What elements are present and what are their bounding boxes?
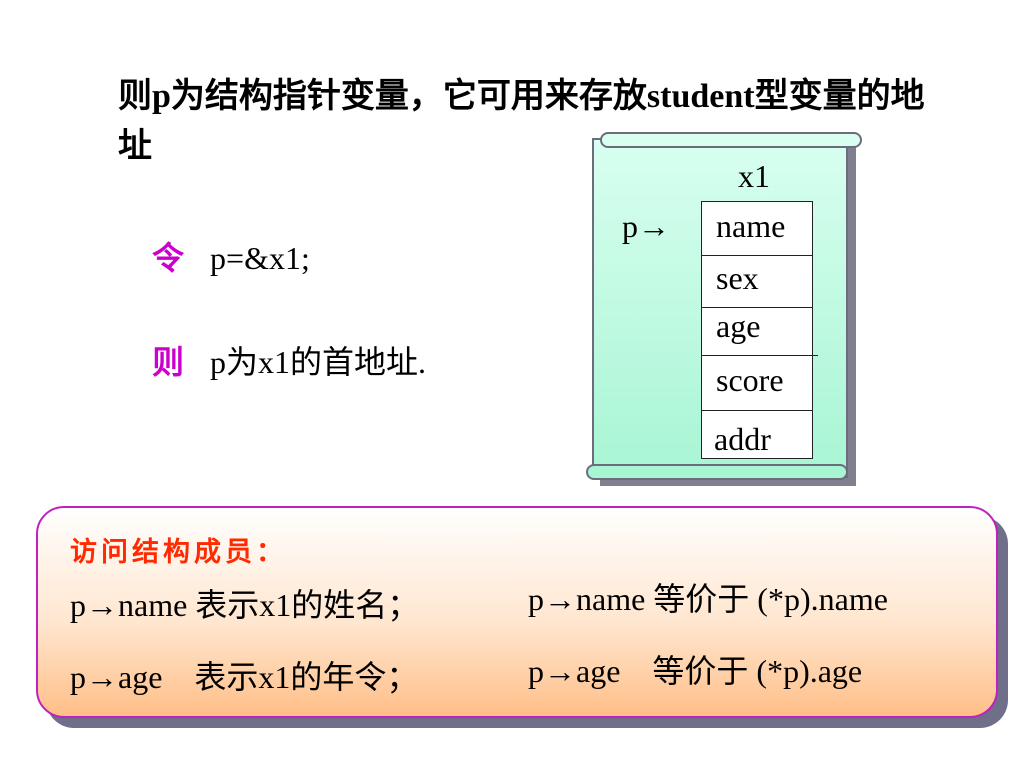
field-score: score bbox=[716, 362, 784, 398]
field-name: name bbox=[716, 208, 786, 244]
field-divider bbox=[702, 355, 818, 356]
variable-label: x1 bbox=[738, 158, 770, 194]
access-row-left: p→name 表示x1的姓名； bbox=[70, 587, 420, 623]
field-sex: sex bbox=[716, 260, 759, 296]
field-divider bbox=[702, 410, 812, 411]
statement-keyword: 令 bbox=[152, 240, 185, 276]
pointer-label: p→ bbox=[622, 208, 670, 244]
struct-memory-box: name sex age score addr bbox=[701, 201, 818, 459]
slide-title: 则p为结构指针变量，它可用来存放student型变量的地址 bbox=[118, 78, 925, 165]
statement-keyword: 则 bbox=[152, 344, 185, 380]
access-row-right: p→name 等价于 (*p).name bbox=[528, 581, 888, 617]
field-addr: addr bbox=[714, 421, 771, 457]
scroll-curl-top bbox=[600, 132, 862, 148]
access-heading: 访问结构成员： bbox=[70, 537, 287, 567]
statement-result: 则 p为x1的首地址. bbox=[152, 342, 426, 382]
access-row-left: p→age 表示x1的年令； bbox=[70, 659, 419, 695]
statement-code: p=&x1; bbox=[210, 240, 310, 276]
field-divider bbox=[702, 255, 812, 256]
access-box bbox=[36, 506, 998, 718]
field-age: age bbox=[716, 308, 761, 344]
statement-text: p为x1的首地址. bbox=[210, 344, 427, 380]
statement-assign: 令 p=&x1; bbox=[152, 238, 310, 278]
access-row-right: p→age 等价于 (*p).age bbox=[528, 653, 863, 689]
field-divider bbox=[702, 307, 812, 308]
scroll-curl-bottom bbox=[586, 464, 848, 480]
